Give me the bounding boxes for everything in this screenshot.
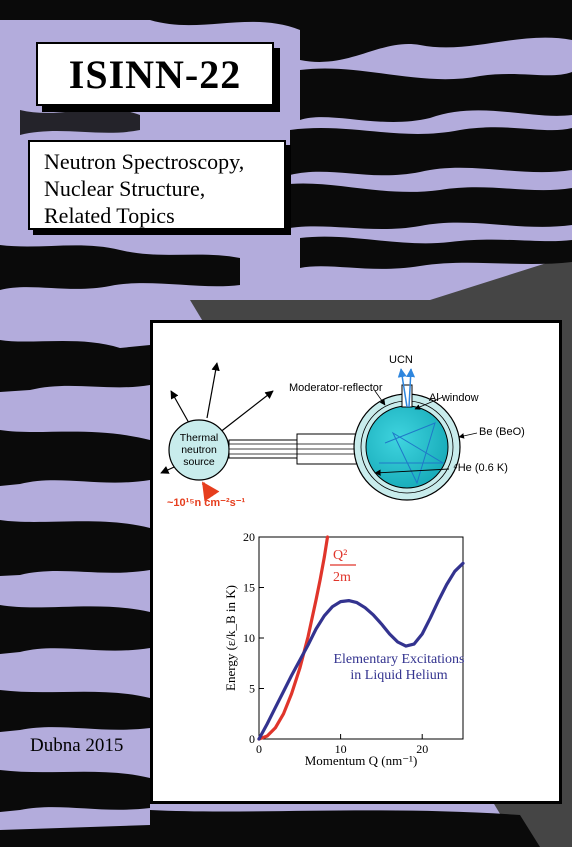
y-tick-label: 20 [243, 530, 255, 544]
x-tick-label: 10 [335, 742, 347, 756]
chart-frame [258, 536, 464, 740]
helium-dispersion-curve [257, 561, 465, 741]
x-axis-label: Momentum Q (nm⁻¹) [305, 753, 418, 768]
y-tick-label: 15 [243, 581, 255, 595]
x-tick-label: 0 [256, 742, 262, 756]
subtitle-line-1: Neutron Spectroscopy, [44, 149, 245, 174]
helium-label-1: Elementary Excitations [333, 652, 464, 667]
title-box: ISINN-22 [36, 42, 274, 106]
chart-ticks: 0 10 20 0 5 10 15 20 [243, 530, 428, 756]
book-title: ISINN-22 [68, 51, 242, 97]
y-tick-label: 5 [249, 682, 255, 696]
moderator-label: Moderator-reflector [289, 382, 383, 394]
q2-numerator: Q² [333, 548, 347, 563]
source-label-1: Thermal [180, 432, 219, 444]
subtitle-box: Neutron Spectroscopy, Nuclear Structure,… [28, 140, 286, 230]
ucn-label: UCN [389, 354, 413, 366]
neutron-source-diagram: Thermal neutron source ~10¹⁵n cm⁻²s⁻¹ [160, 362, 274, 509]
figure-svg: Thermal neutron source ~10¹⁵n cm⁻²s⁻¹ UC… [160, 354, 525, 768]
chart-series [257, 535, 465, 741]
q2-denominator: 2m [333, 570, 351, 585]
y-tick-label: 0 [249, 732, 255, 746]
subtitle-line-3: Related Topics [44, 203, 175, 228]
figure-panel: Thermal neutron source ~10¹⁵n cm⁻²s⁻¹ UC… [150, 320, 562, 804]
y-tick-label: 10 [243, 631, 255, 645]
helium-sphere [365, 405, 449, 489]
y-axis-label: Energy (ε/k_B in K) [223, 585, 238, 691]
free-neutron-curve [257, 535, 330, 741]
source-label-2: neutron [181, 444, 217, 456]
place-year: Dubna 2015 [30, 735, 124, 756]
window-label: Al window [429, 392, 479, 404]
beo-label: Be (BeO) [479, 426, 525, 438]
x-tick-label: 20 [416, 742, 428, 756]
helium-temp-label: ⁴He (0.6 K) [453, 462, 508, 474]
dispersion-chart: 0 10 20 0 5 10 15 20 Momentum Q (nm⁻¹) Energy (… [223, 530, 465, 768]
ucn-source-diagram: UCN Moderator-reflector Al window Be (Be… [289, 354, 525, 501]
helium-label-2: in Liquid Helium [350, 668, 447, 683]
flux-label: ~10¹⁵n cm⁻²s⁻¹ [167, 497, 246, 509]
subtitle-line-2: Nuclear Structure, [44, 176, 206, 201]
source-label-3: source [183, 456, 215, 468]
